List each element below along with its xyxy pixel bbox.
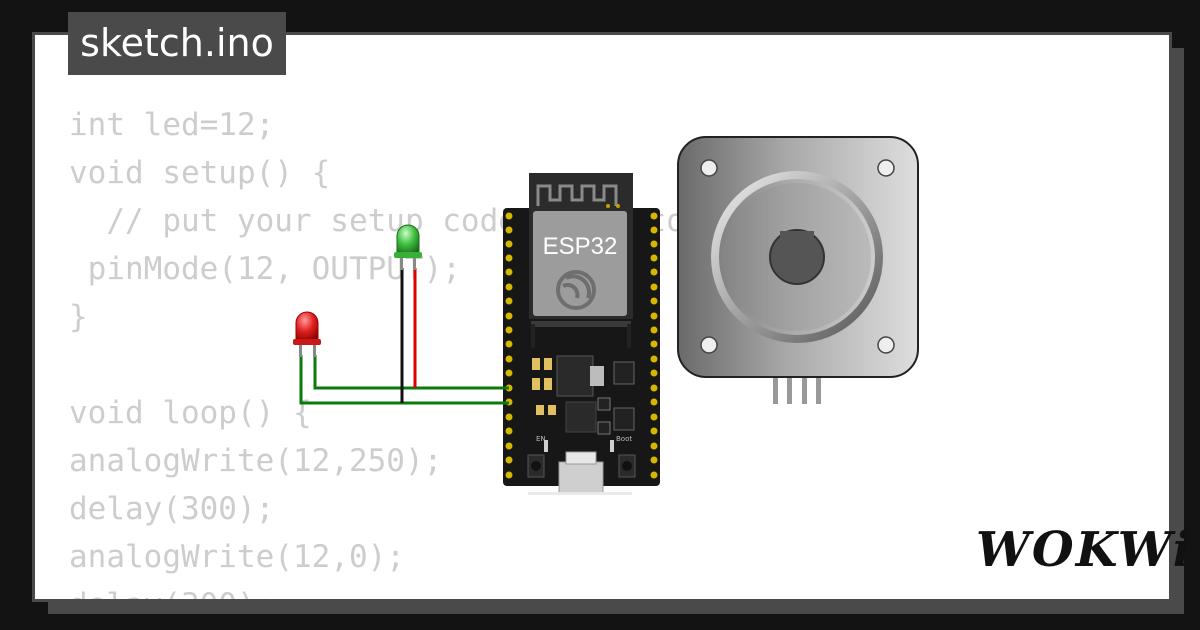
file-tab[interactable]: sketch.ino [68,12,286,75]
code-line: int led=12; [69,107,275,143]
boot-label: Boot [616,435,632,443]
en-label: EN [536,435,546,443]
code-line: pinMode(12, OUTPUT); [69,251,461,287]
code-line: analogWrite(12,0); [69,539,405,575]
code-line: delay(300); [69,581,872,599]
code-line: analogWrite(12,250); [69,443,443,479]
code-line: delay(300); [69,491,275,527]
motor-pins [773,378,821,404]
motor-shaft [769,229,825,285]
wire-red-led-anode[interactable] [313,355,509,390]
espressif-logo-icon [556,270,596,310]
wire-red-led-cathode[interactable] [299,355,509,405]
wires [299,268,509,405]
code-line: } [69,299,88,335]
red-led[interactable] [293,311,321,357]
green-led[interactable] [394,224,422,270]
esp32-board[interactable]: ESP32 [503,173,660,495]
wokwi-logo: WOKWi [976,522,1194,578]
code-line: void loop() { [69,395,312,431]
usb-port-icon [528,451,632,495]
esp32-label: ESP32 [543,233,618,260]
code-line: void setup() { [69,155,331,191]
stepper-motor[interactable] [677,136,919,404]
wifi-antenna-icon [536,184,618,206]
right-pin-header [650,212,658,479]
